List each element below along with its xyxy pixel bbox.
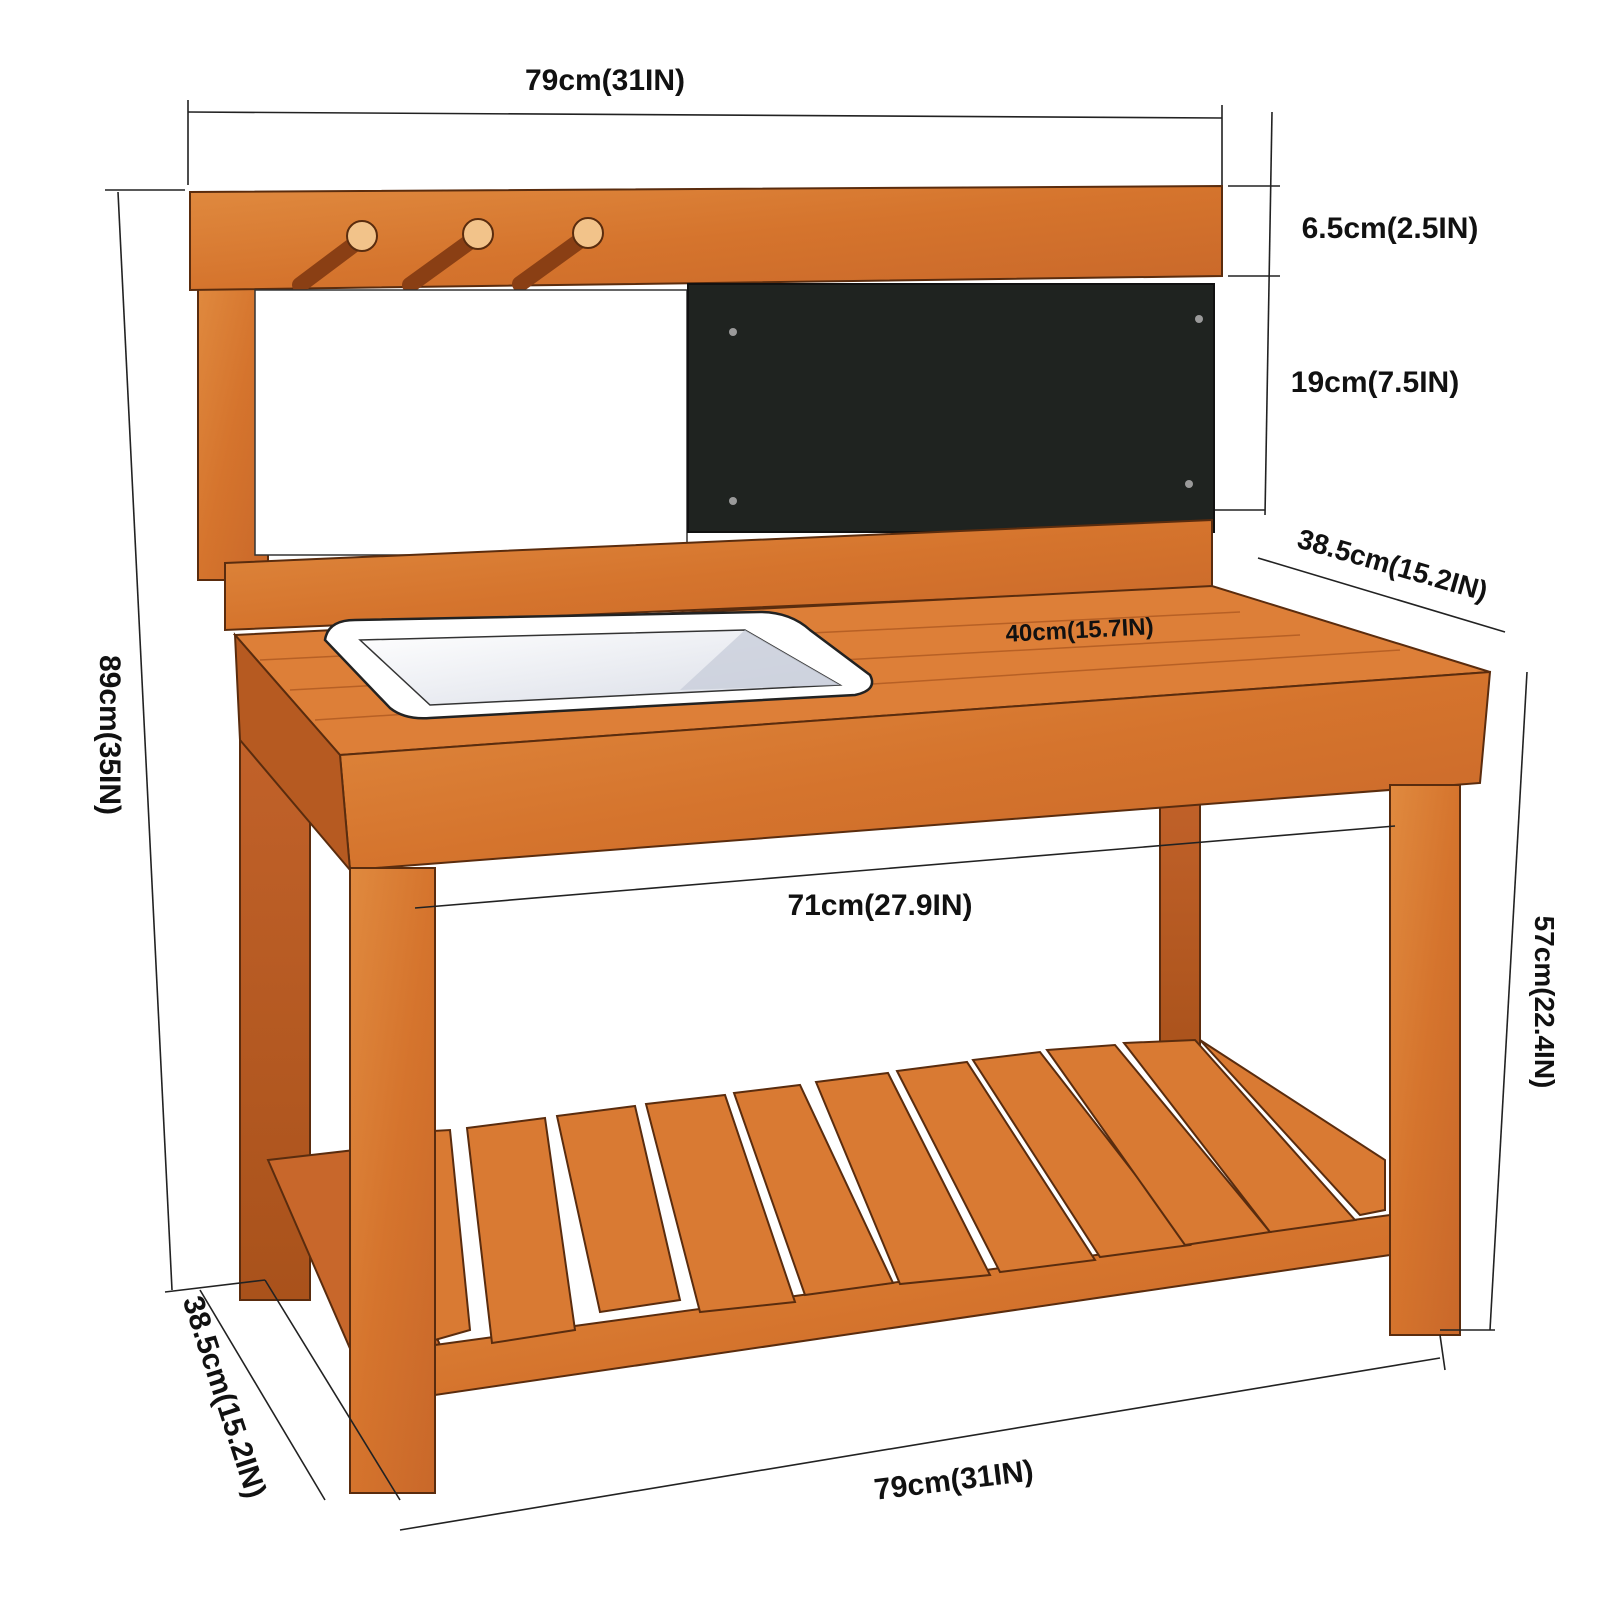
chalkboard <box>687 283 1215 533</box>
label-bottom-width: 79cm(31IN) <box>872 1454 1035 1506</box>
top-rail <box>189 184 1223 292</box>
label-top-depth: 38.5cm(15.2IN) <box>1294 523 1491 607</box>
label-total-height: 89cm(35IN) <box>93 655 126 815</box>
label-inner-width: 71cm(27.9IN) <box>787 889 972 922</box>
peg-icon <box>346 220 378 252</box>
label-top-width: 79cm(31IN) <box>525 64 685 97</box>
shelf-slats <box>413 1038 1386 1345</box>
front-right-leg <box>1389 784 1461 1336</box>
label-bottom-depth: 38.5cm(15.2IN) <box>176 1292 272 1502</box>
peg-icon <box>462 218 494 250</box>
label-top-rail-height: 6.5cm(2.5IN) <box>1302 212 1479 245</box>
label-table-height: 57cm(22.4IN) <box>1529 916 1560 1089</box>
peg-icon <box>572 217 604 249</box>
back-right-leg <box>1159 779 1201 1071</box>
dimension-lines <box>105 100 1528 1531</box>
peg-hooks <box>292 217 604 293</box>
label-board-height: 19cm(7.5IN) <box>1291 366 1459 399</box>
mud-kitchen-illustration <box>189 184 1492 1494</box>
front-left-leg <box>349 867 436 1494</box>
whiteboard <box>254 289 688 556</box>
